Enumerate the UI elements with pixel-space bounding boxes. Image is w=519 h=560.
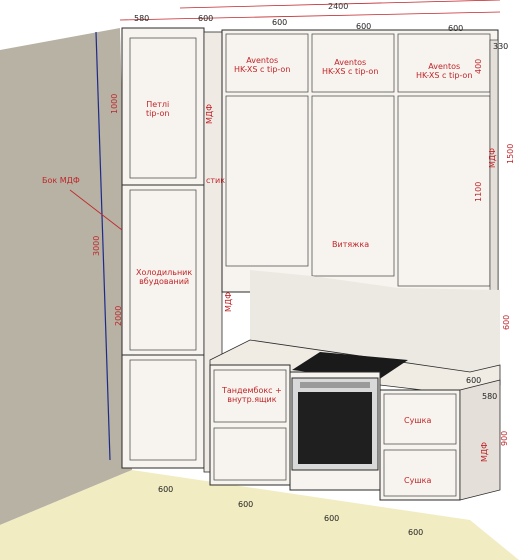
bottom-dim-2: 600: [238, 500, 254, 509]
tall-bottom-2000: 2000: [114, 305, 123, 326]
top-dim-580: 580: [134, 14, 150, 23]
label-aventos-2: Aventos HK-XS с tip-on: [322, 58, 379, 76]
mdf-label-2: МДФ: [224, 291, 233, 312]
backsplash-600: 600: [502, 314, 511, 330]
tall-top-1000: 1000: [110, 93, 119, 114]
label-dryer-2: Сушка: [404, 476, 432, 485]
base-height-900: 900: [500, 430, 509, 446]
label-stik: стик: [206, 176, 226, 185]
mdf-label-3: МДФ: [488, 147, 497, 168]
label-side-mdf: Бок МДФ: [42, 176, 80, 185]
top-dim-600-2: 600: [272, 18, 288, 27]
label-hood: Витяжка: [332, 240, 370, 249]
upper-height-400: 400: [474, 58, 483, 74]
label-fridge: Холодильник вбудований: [136, 268, 193, 286]
counter-depth-2: 580: [482, 392, 498, 401]
bottom-dim-3: 600: [324, 514, 340, 523]
label-aventos-3: Aventos HK-XS с tip-on: [416, 62, 473, 80]
floor: [0, 470, 519, 560]
backsplash: [250, 270, 500, 372]
counter-depth: 600: [466, 376, 482, 385]
left-wall: [0, 28, 132, 525]
upper-total-1500: 1500: [506, 143, 515, 164]
bottom-dim-1: 600: [158, 485, 174, 494]
right-depth: 330: [493, 42, 509, 51]
label-aventos-1: Aventos HK-XS с tip-on: [234, 56, 291, 74]
bottom-dim-4: 600: [408, 528, 424, 537]
upper-cabinets: [221, 29, 499, 293]
label-tandem: Тандембокс + внутр.ящик: [222, 386, 282, 404]
tall-height-line: [95, 31, 111, 461]
tall-cabinet: [121, 27, 205, 469]
overall-width: 2400: [328, 2, 349, 11]
top-dim-600-4: 600: [448, 24, 464, 33]
upper-height-1100: 1100: [474, 181, 483, 202]
mdf-label-4: МДФ: [480, 441, 489, 462]
top-dim-600-1: 600: [198, 14, 214, 23]
top-dim-600-3: 600: [356, 22, 372, 31]
tall-height-3000: 3000: [92, 235, 101, 256]
oven: [291, 377, 379, 471]
mdf-label-1: МДФ: [205, 103, 214, 124]
label-hinges: Петлі tip-on: [146, 100, 170, 118]
label-dryer-1: Сушка: [404, 416, 432, 425]
